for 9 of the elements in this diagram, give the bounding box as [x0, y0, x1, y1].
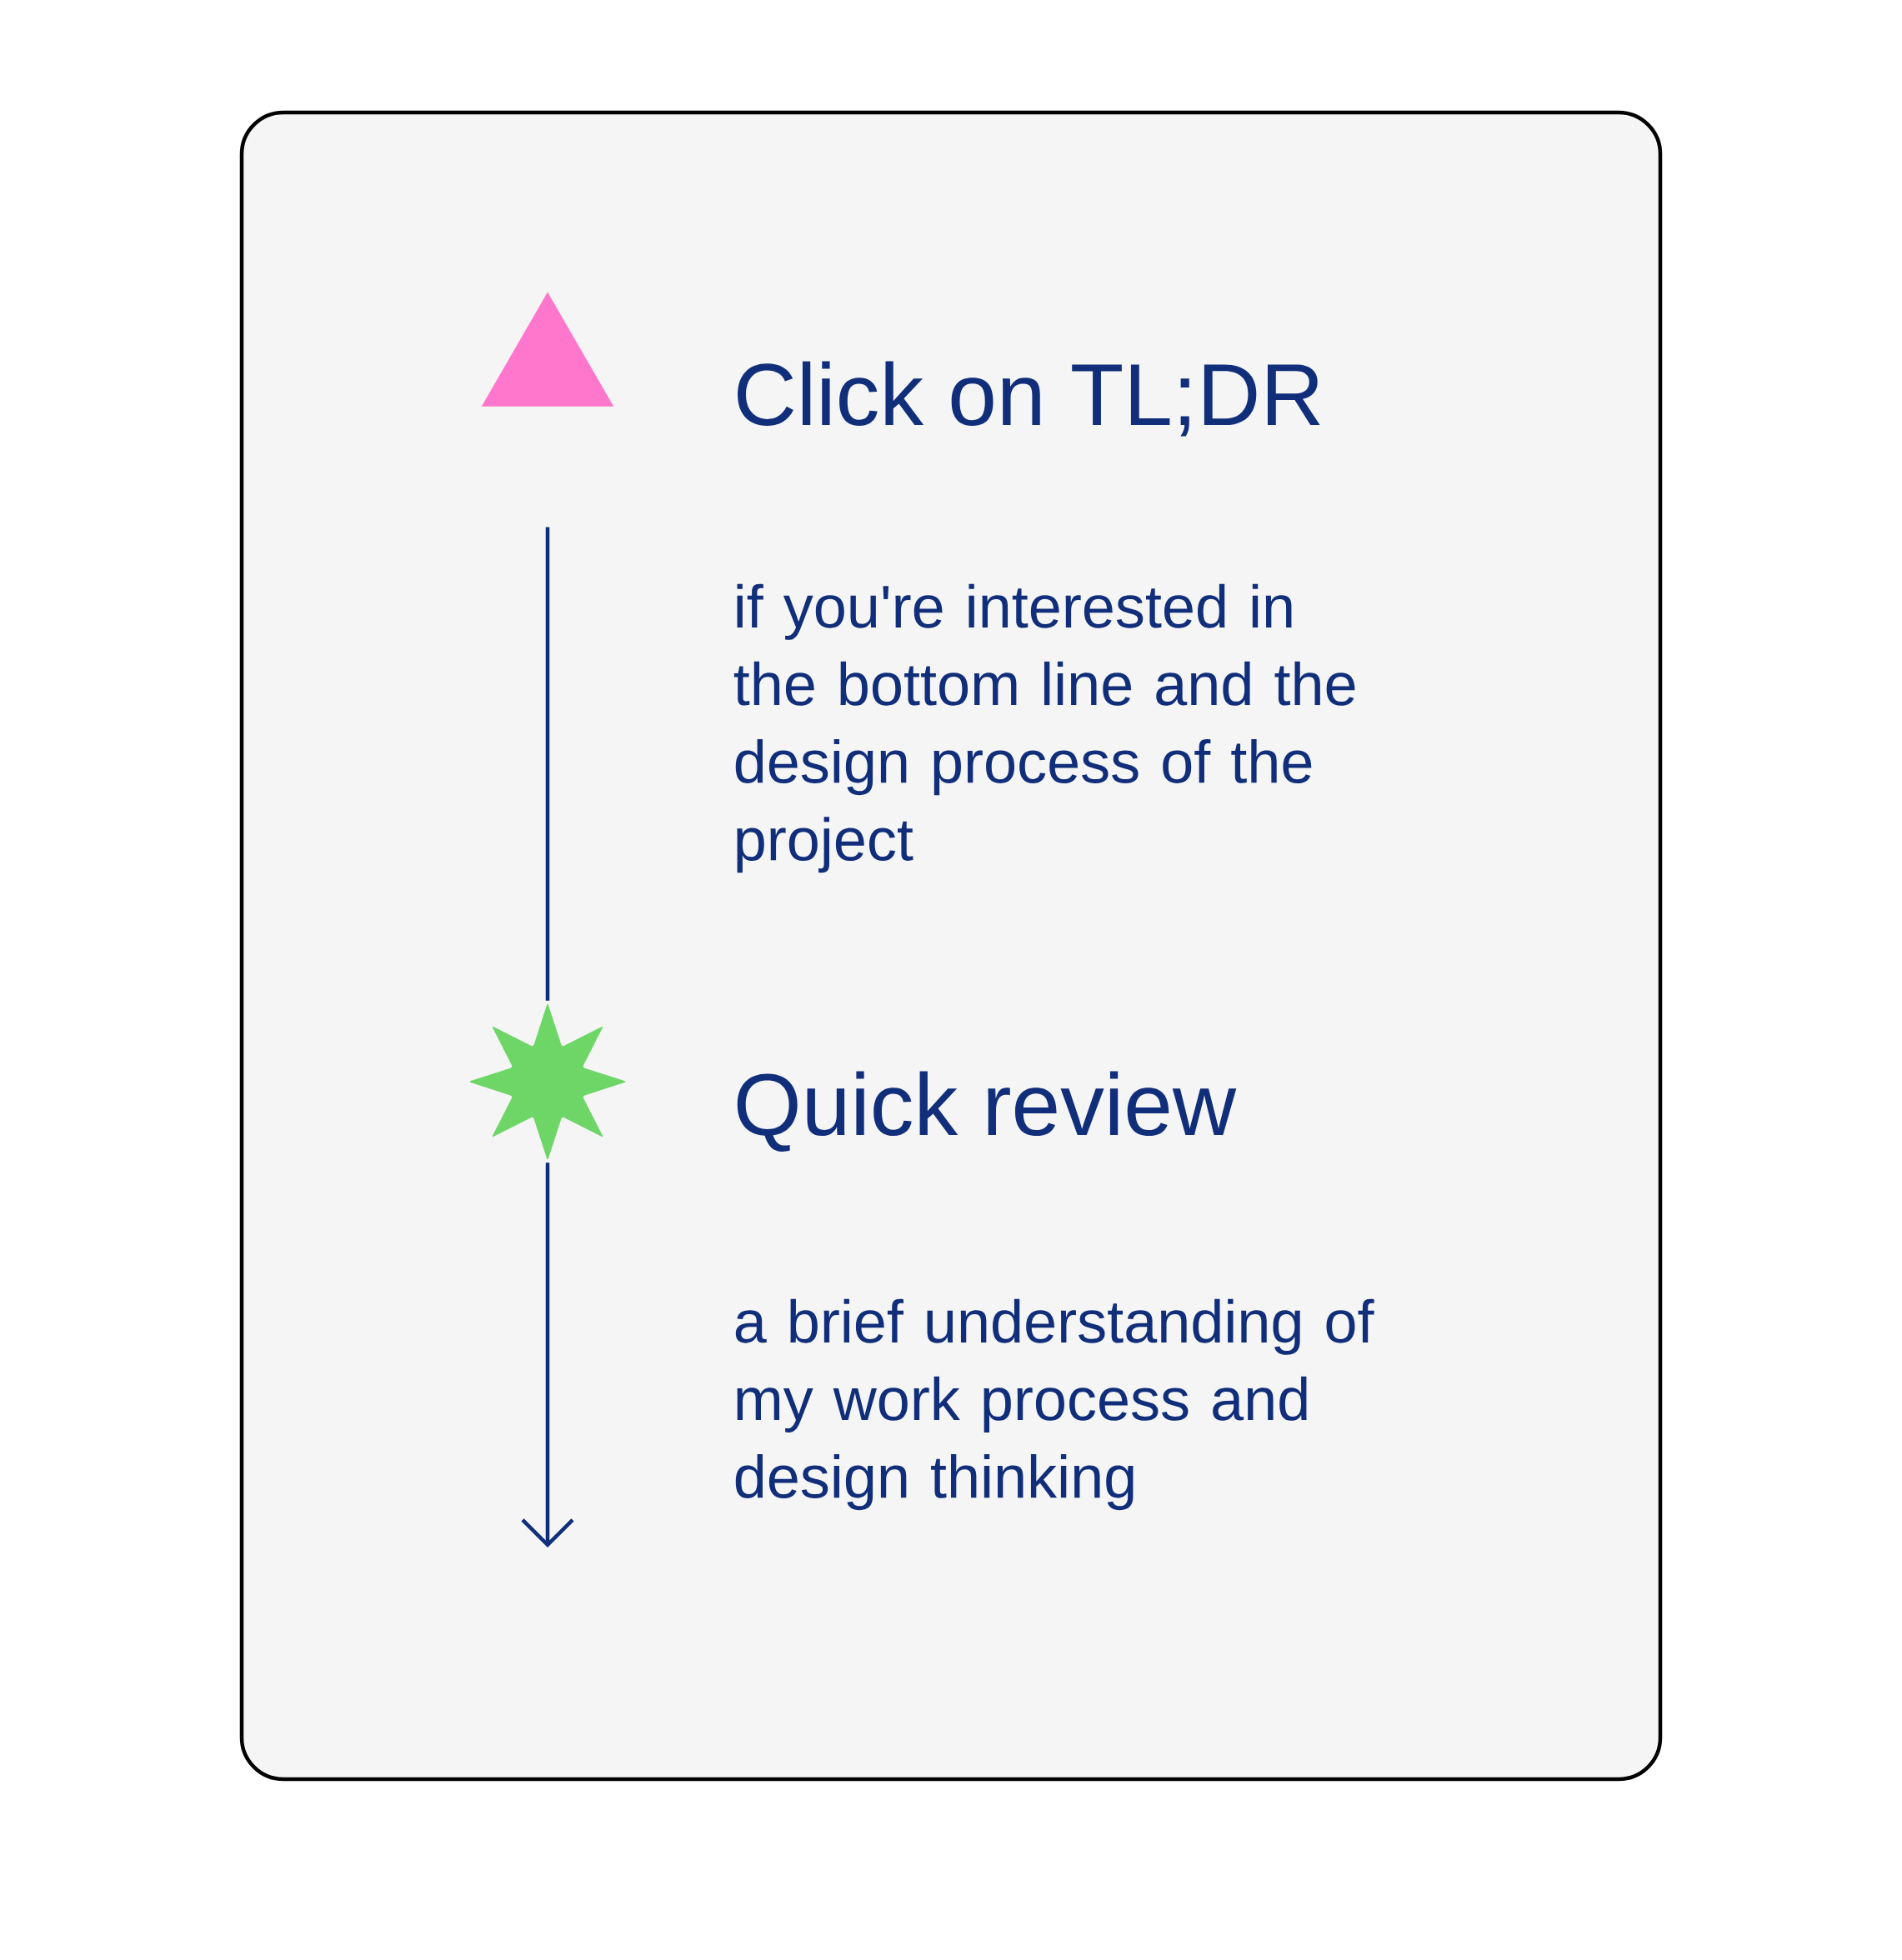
card-background [239, 110, 1663, 1782]
description: a brief understanding of my work process and design thinking [735, 1298, 1374, 1511]
triangle-icon [481, 292, 614, 407]
arrow [521, 1162, 574, 1548]
heading: Click on TL;DR [738, 361, 1320, 437]
connector-line [545, 527, 550, 1001]
star-icon [469, 1003, 626, 1160]
description: if you're interested in the bottom line and the design process of the project [733, 583, 1355, 873]
heading: Quick review [737, 1071, 1237, 1152]
